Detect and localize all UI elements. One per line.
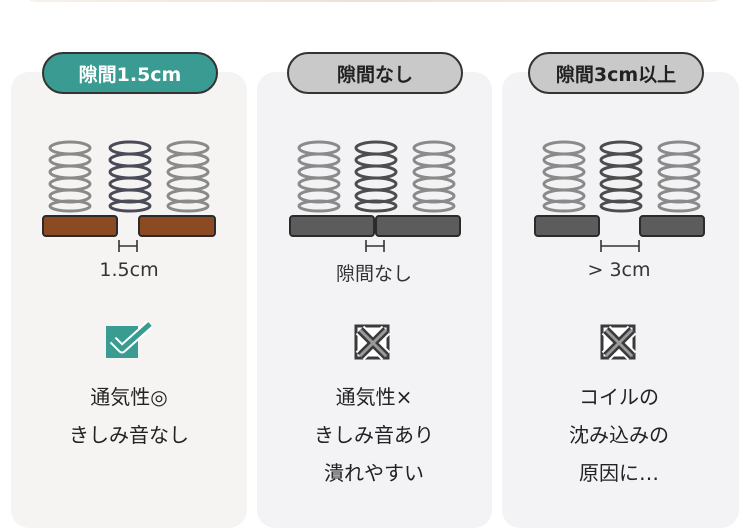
desc-line: 潰れやすい (324, 461, 424, 485)
checked-box-icon (106, 320, 153, 358)
gap-label-no-gap: 隙間なし (335, 263, 412, 285)
left-pad (42, 215, 118, 237)
gap-label-1-5cm: 1.5cm (99, 259, 159, 281)
top-decoration (24, 0, 724, 2)
middle-coil (108, 140, 152, 213)
desc-line: 通気性× (335, 385, 413, 409)
spring-illustration-no-gap (289, 140, 461, 252)
spring-illustration-gap-3cm-plus (534, 140, 705, 252)
right-coil (412, 140, 456, 213)
gap-marker (600, 240, 640, 252)
gap-label-3cm-plus: > 3cm (587, 259, 651, 281)
card-title-gap-1-5cm: 隙間1.5cm (42, 52, 218, 94)
desc-line: 原因に… (579, 461, 659, 485)
x-box-icon (354, 324, 391, 361)
desc-line: 通気性◎ (90, 385, 168, 409)
gap-marker (118, 240, 138, 252)
left-coil (297, 140, 341, 213)
description-gap-1-5cm: 通気性◎ きしみ音なし (19, 378, 239, 454)
right-pad (375, 215, 461, 237)
description-no-gap: 通気性× きしみ音あり 潰れやすい (264, 378, 484, 492)
desc-line: 沈み込みの (569, 423, 669, 447)
left-coil (542, 140, 586, 213)
left-pad (534, 215, 600, 237)
desc-line: コイルの (579, 385, 659, 409)
spring-illustration-gap-1-5cm (42, 140, 216, 252)
card-title-gap-3cm-plus: 隙間3cm以上 (528, 52, 704, 94)
right-pad (138, 215, 216, 237)
gap-marker (365, 240, 385, 252)
left-coil (48, 140, 92, 213)
right-coil (166, 140, 210, 213)
card-title-no-gap: 隙間なし (287, 52, 463, 94)
right-coil (657, 140, 701, 213)
right-pad (639, 215, 705, 237)
desc-line: きしみ音あり (314, 423, 434, 447)
desc-line: きしみ音なし (69, 423, 189, 447)
description-gap-3cm-plus: コイルの 沈み込みの 原因に… (509, 378, 729, 492)
middle-coil (354, 140, 398, 213)
x-box-icon (600, 324, 637, 361)
middle-coil (599, 140, 643, 213)
left-pad (289, 215, 375, 237)
